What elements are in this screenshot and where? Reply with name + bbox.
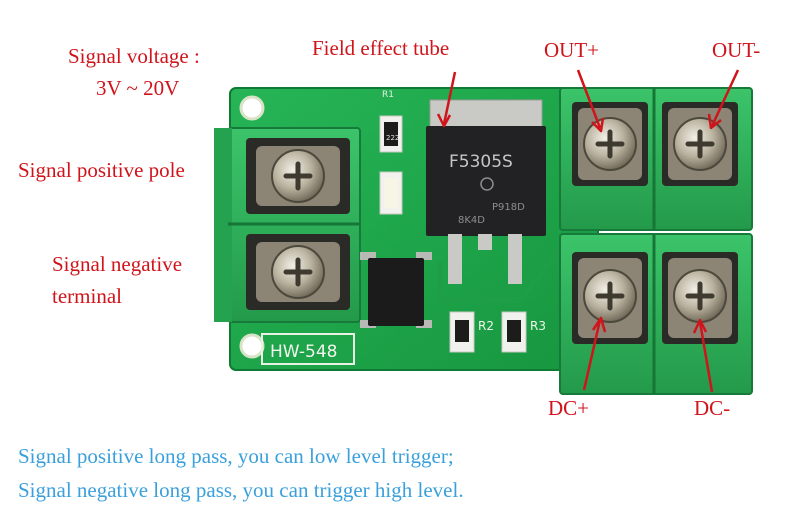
resistor-r3: R3 [501,311,546,353]
arrow-dc-minus [692,318,714,393]
dc-minus-screw-icon [673,269,727,323]
dc-minus-label: DC- [694,396,731,420]
resistor-r2: R2 [449,311,494,353]
resistor-code-text: 222 [386,134,399,142]
out-plus-screw-icon [583,117,637,171]
signal-positive-pole-label: Signal positive pole [18,158,185,182]
arrow-dc-plus [582,316,607,391]
out-minus-label: OUT- [712,38,761,62]
dc-plus-screw-icon [583,269,637,323]
out-plus-label: OUT+ [544,38,600,62]
r1-label: R1 [382,90,394,100]
arrow-out-minus [707,69,740,130]
caption-line-1: Signal positive long pass, you can low l… [18,444,454,468]
arrow-out-plus [576,69,605,133]
led [379,171,403,215]
r3-label: R3 [530,319,546,333]
dc-plus-label: DC+ [548,396,590,420]
signal-voltage-range-label: 3V ~ 20V [96,76,180,100]
mosfet-chip: F5305S P918D 8K4D [426,99,546,284]
mosfet-marking-2: P918D [492,202,525,213]
r2-label: R2 [478,319,494,333]
caption-line-2: Signal negative long pass, you can trigg… [18,478,464,502]
mosfet-marking-3: 8K4D [458,215,485,226]
signal-positive-screw-icon [271,149,325,203]
mosfet-marking-1: F5305S [449,152,513,172]
out-minus-screw-icon [673,117,727,171]
field-effect-tube-label: Field effect tube [312,36,450,60]
resistor-r1: 222 R1 [379,90,403,153]
board-model-text: HW-548 [270,342,338,362]
signal-negative-terminal-label: terminal [52,284,122,308]
arrow-field-effect-tube [436,71,457,128]
optocoupler-chip [360,252,432,328]
signal-negative-screw-icon [271,245,325,299]
signal-negative-label: Signal negative [52,252,183,276]
signal-voltage-label: Signal voltage : [68,44,200,68]
annotation-arrows [436,69,740,393]
